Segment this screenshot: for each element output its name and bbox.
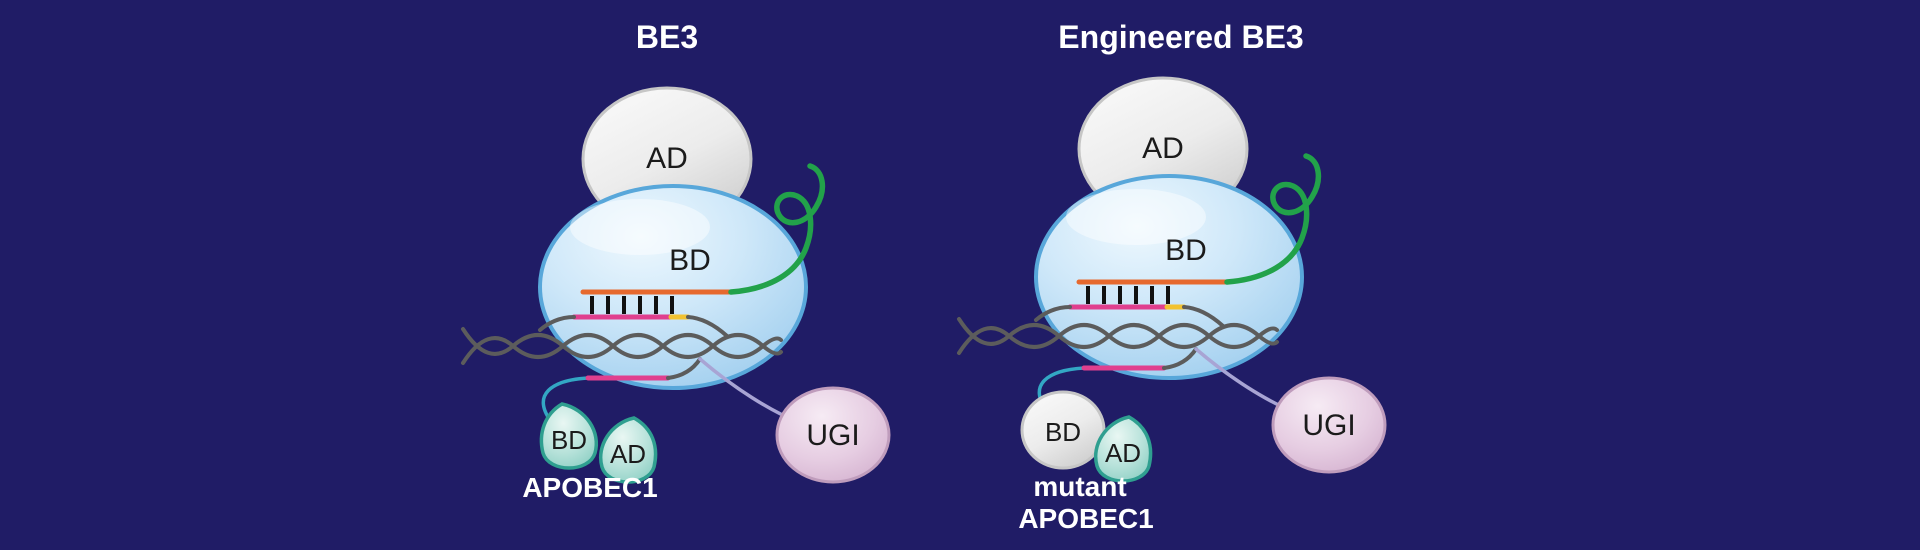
cas9-complex: AD BD [957, 76, 1387, 474]
sgrna-scaffold-loop [728, 163, 826, 295]
cas9-complex: AD BD [461, 86, 891, 484]
mutant-apobec1-group: BD AD mutant APOBEC1 [1018, 390, 1154, 534]
strand-connector-right [1182, 305, 1225, 328]
sgrna-scaffold-loop [1224, 153, 1322, 285]
apobec1-ad-label: AD [610, 439, 646, 469]
strand-connector-left [1034, 305, 1072, 322]
cas9-bd-label: BD [669, 244, 711, 277]
panel-title: Engineered BE3 [1058, 19, 1303, 55]
apobec1-ad-leaf [1094, 415, 1153, 483]
dna-helix [957, 317, 1279, 355]
ugi-label: UGI [806, 419, 859, 452]
panel-title: BE3 [636, 19, 698, 55]
ugi-label: UGI [1302, 409, 1355, 442]
apobec1-bd-leaf [539, 402, 598, 470]
cas9-bd-body [1034, 174, 1304, 380]
strand-connector-left [538, 315, 576, 332]
cas9-highlight [1066, 189, 1206, 245]
dna-strand-b [957, 323, 1279, 355]
cas9-ad-label: AD [646, 142, 688, 175]
apobec1-bd-label: BD [1045, 417, 1081, 447]
ugi-blob [1271, 376, 1387, 474]
cas9-bd-label: BD [1165, 234, 1207, 267]
apobec1-name-label: APOBEC1 [522, 472, 657, 503]
dna-helix [461, 327, 783, 365]
panel-engineered-be3: Engineered BE3 AD BD [957, 19, 1387, 534]
displaced-strand-connector [1162, 347, 1198, 370]
base-pair-ticks [590, 296, 674, 314]
mutant-label-line1: mutant [1033, 471, 1126, 502]
strand-connector-right [686, 315, 729, 338]
ugi-blob [775, 386, 891, 484]
cas9-highlight [570, 199, 710, 255]
apobec1-bd-label: BD [551, 425, 587, 455]
base-pair-ticks [1086, 286, 1170, 304]
cas9-ad-label: AD [1142, 132, 1184, 165]
apobec1-group: BD AD APOBEC1 [522, 402, 658, 503]
linker-to-apobec1 [541, 376, 590, 426]
displaced-strand-connector [666, 357, 702, 380]
apobec1-mutant-bd-ellipse [1020, 390, 1106, 470]
dna-strand-b [461, 333, 783, 365]
apobec1-ad-leaf [599, 416, 658, 484]
apobec1-ad-label: AD [1105, 438, 1141, 468]
panel-be3: BE3 AD BD [461, 19, 891, 503]
mutant-label-line2: APOBEC1 [1018, 503, 1153, 534]
cas9-bd-body [538, 184, 808, 390]
